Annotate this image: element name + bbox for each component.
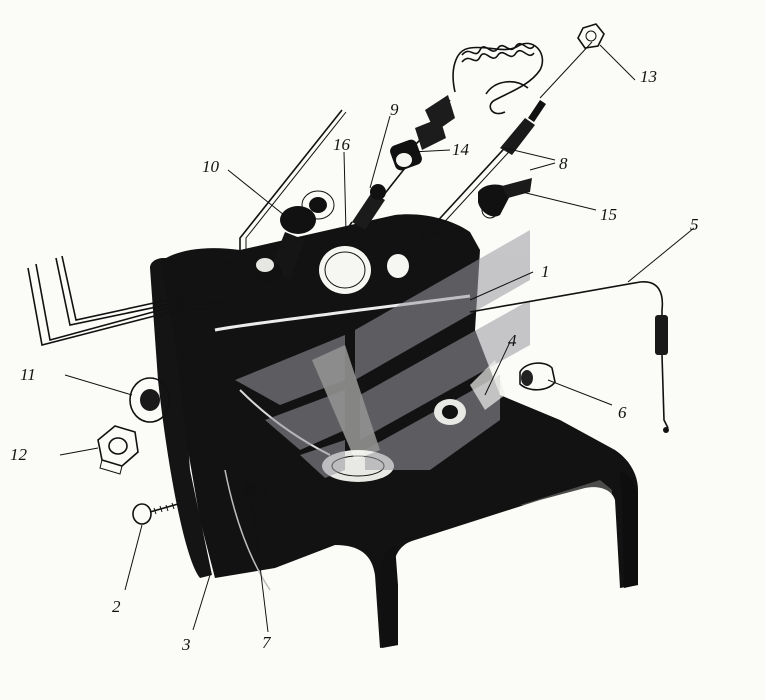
part-4-bracket: [434, 360, 505, 425]
callout-1: 1: [541, 262, 550, 281]
callout-13: 13: [640, 67, 657, 86]
housing: [150, 214, 638, 648]
callout-10: 10: [202, 157, 220, 176]
leader-lines: [59, 44, 695, 633]
part-10-switch: [254, 190, 335, 282]
callout-15: 15: [600, 205, 617, 224]
callout-9: 9: [390, 100, 399, 119]
part-14-bellows: [390, 95, 455, 171]
callout-12: 12: [10, 445, 28, 464]
cables: [27, 41, 669, 433]
callout-2: 2: [112, 597, 121, 616]
part-12-nut: [97, 425, 139, 475]
part-2-screw: [132, 502, 179, 525]
callout-14: 14: [452, 140, 470, 159]
callout-11: 11: [20, 365, 36, 384]
part-7-bolt: [234, 475, 266, 505]
callout-3: 3: [181, 635, 191, 654]
coiled-spring: [452, 42, 544, 115]
callout-6: 6: [618, 403, 627, 422]
watermark: [235, 230, 530, 478]
callout-8: 8: [559, 154, 568, 173]
part-15-lever: [478, 178, 532, 219]
callout-labels: 1 2 3 4 5 6 7 8 9 10 11 12 13 14 15 16: [10, 67, 699, 654]
callout-4: 4: [508, 331, 517, 350]
callout-5: 5: [690, 215, 699, 234]
part-11-washer: [129, 377, 171, 423]
callout-16: 16: [333, 135, 351, 154]
part-13-nut: [577, 23, 605, 49]
callout-7: 7: [262, 633, 272, 652]
part-6-knob: [519, 362, 556, 391]
